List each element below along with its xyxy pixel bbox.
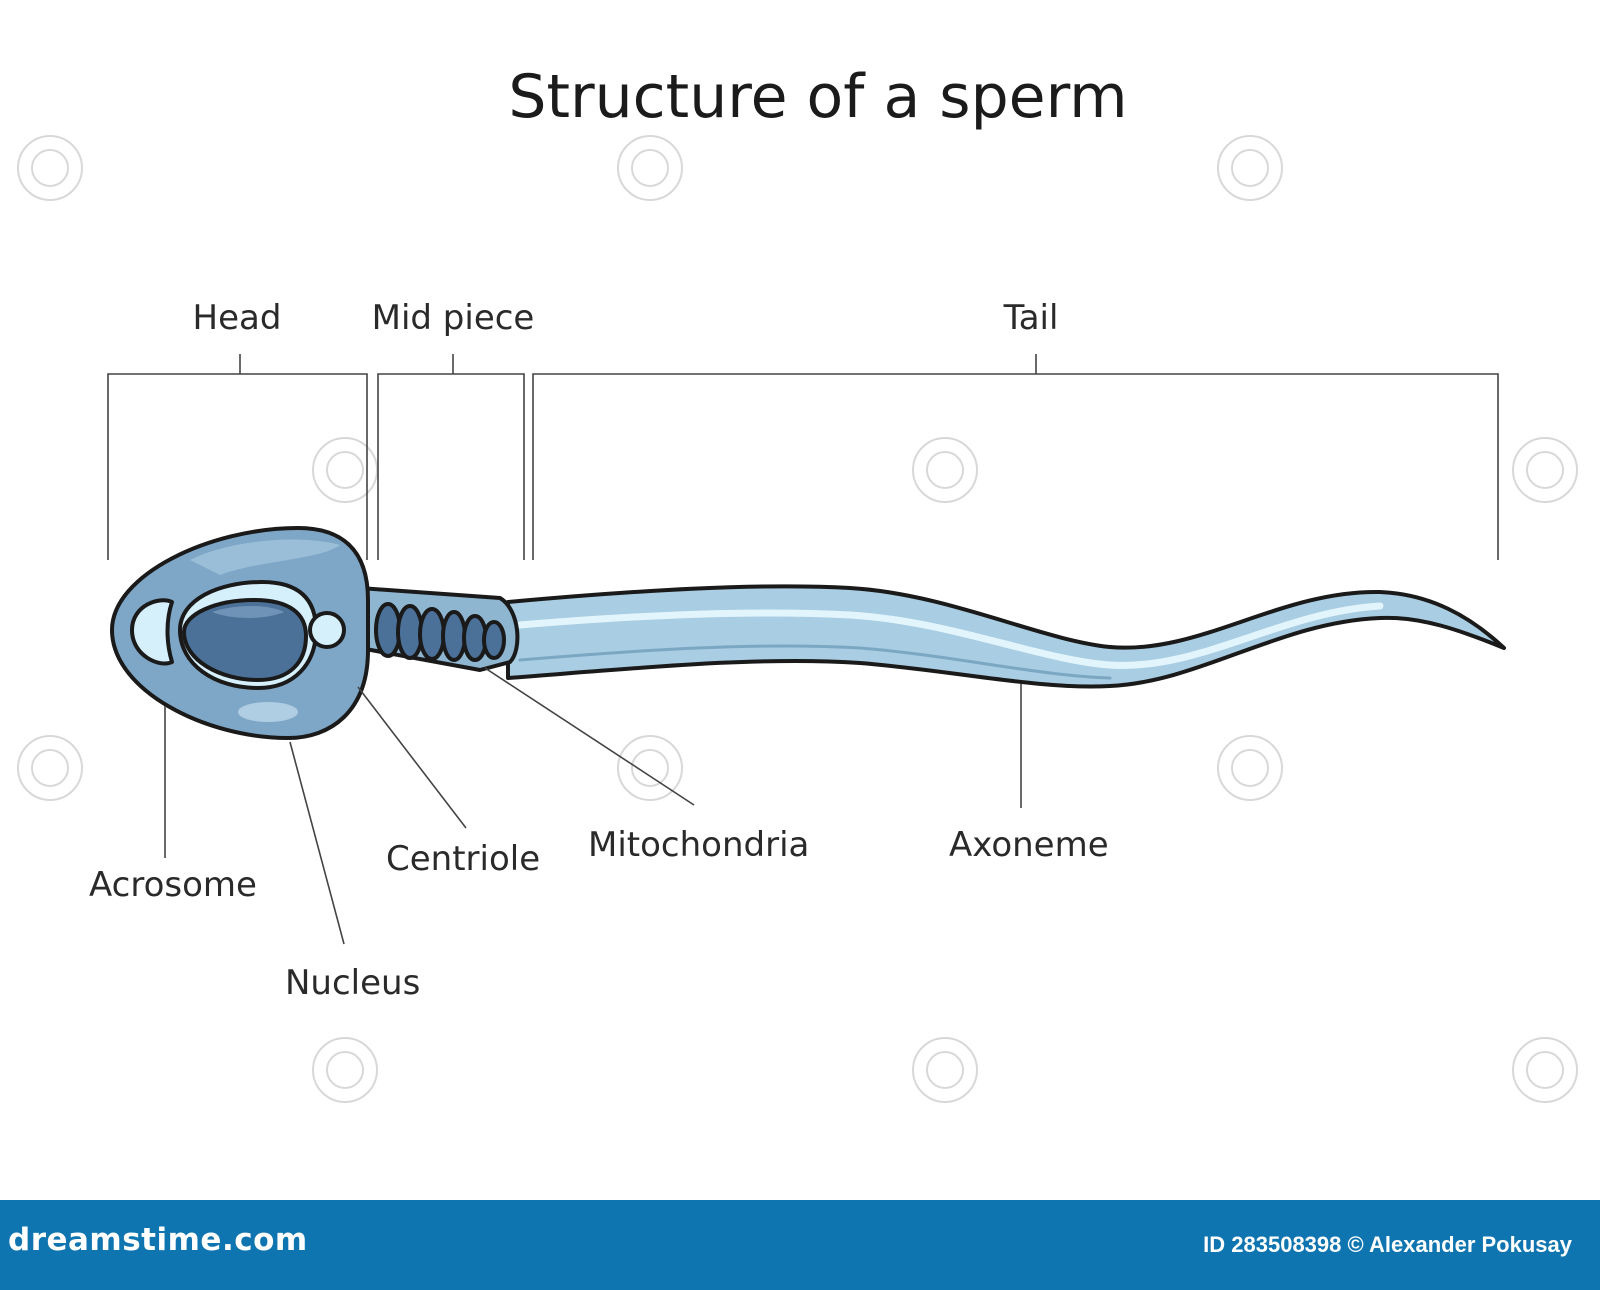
part-label-centriole: Centriole (386, 839, 540, 879)
mitochondria-spirals (374, 602, 506, 662)
part-label-mitochondria: Mitochondria (588, 825, 809, 865)
head-bracket (107, 354, 368, 560)
acrosome-structure (130, 598, 174, 666)
diagram-title: Structure of a sperm (508, 62, 1127, 132)
nucleus-structure (178, 580, 318, 690)
part-label-nucleus: Nucleus (285, 963, 420, 1003)
region-label-mid-piece: Mid piece (372, 298, 535, 338)
sperm-structure-diagram: Structure of a sperm Head Mid piece Tail (17, 62, 1578, 1103)
watermark-pattern (17, 135, 1578, 1103)
leader-lines (164, 667, 1022, 945)
region-label-tail: Tail (1003, 298, 1059, 338)
centriole-structure (308, 611, 346, 649)
tail-bracket (532, 354, 1499, 560)
footer-bar: dreamstime.com ID 283508398 © Alexander … (0, 1200, 1600, 1290)
part-label-acrosome: Acrosome (89, 865, 257, 905)
sperm-tail (506, 584, 1506, 689)
part-label-axoneme: Axoneme (949, 825, 1109, 865)
region-label-head: Head (193, 298, 282, 338)
mid-piece-bracket (377, 354, 525, 560)
image-credit: ID 283508398 © Alexander Pokusay (1203, 1232, 1572, 1257)
brand-logo-text[interactable]: dreamstime.com (8, 1222, 308, 1258)
